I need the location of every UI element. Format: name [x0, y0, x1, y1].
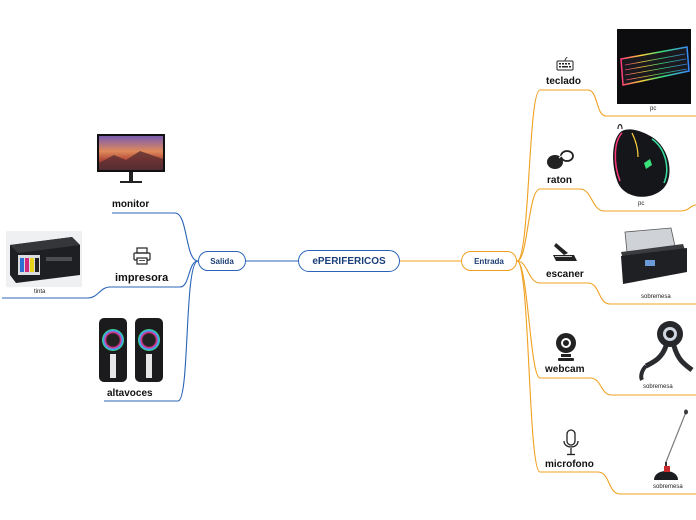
subtopic-tinta[interactable]: tinta [34, 289, 46, 295]
keyboard-image [617, 29, 691, 104]
link-escaner-sobremesa [587, 282, 696, 305]
subtopic-raton-pc[interactable]: pc [638, 201, 645, 207]
link-teclado-pc [587, 89, 696, 117]
mouse-icon [547, 150, 574, 169]
topic-escaner[interactable]: escaner [546, 269, 584, 280]
topic-altavoces[interactable]: altavoces [107, 388, 153, 399]
webcam-icon [556, 333, 576, 361]
scanner-icon [553, 243, 577, 261]
link-raton-pc [579, 188, 696, 212]
link-entrada-microfono [516, 260, 598, 473]
mouse-image [613, 123, 670, 197]
topic-raton[interactable]: raton [547, 175, 572, 186]
microphone-icon [563, 429, 579, 456]
link-entrada-raton [516, 188, 580, 262]
subtopic-escaner-sobremesa[interactable]: sobremesa [641, 294, 671, 300]
link-impresora-tinta [2, 286, 111, 299]
central-topic[interactable]: ePERIFERICOS [298, 250, 400, 272]
printer-icon [133, 247, 151, 265]
webcam-image [639, 321, 694, 381]
speakers-image [99, 318, 163, 382]
subtopic-teclado-pc[interactable]: pc [650, 106, 657, 112]
link-salida-altavoces [104, 260, 199, 402]
keyboard-icon [556, 57, 574, 71]
link-microfono-sobremesa [597, 471, 696, 495]
topic-monitor[interactable]: monitor [112, 199, 150, 210]
microphone-image [654, 409, 688, 480]
link-webcam-sobremesa [589, 377, 696, 396]
topic-teclado[interactable]: teclado [546, 76, 582, 87]
branch-salida[interactable]: Salida [198, 251, 246, 271]
subtopic-webcam-sobremesa[interactable]: sobremesa [643, 384, 673, 390]
branch-entrada[interactable]: Entrada [461, 251, 517, 271]
link-entrada-escaner [516, 260, 588, 284]
subtopic-microfono-sobremesa[interactable]: sobremesa [653, 484, 683, 490]
topic-webcam[interactable]: webcam [545, 364, 585, 375]
topic-microfono[interactable]: microfono [545, 459, 594, 470]
topic-impresora[interactable]: impresora [115, 272, 169, 284]
monitor-image [97, 134, 165, 183]
link-salida-impresora [110, 260, 199, 288]
link-entrada-teclado [516, 89, 588, 262]
link-salida-monitor [112, 212, 199, 262]
printer-image [6, 231, 82, 287]
scanner-image [621, 227, 687, 284]
